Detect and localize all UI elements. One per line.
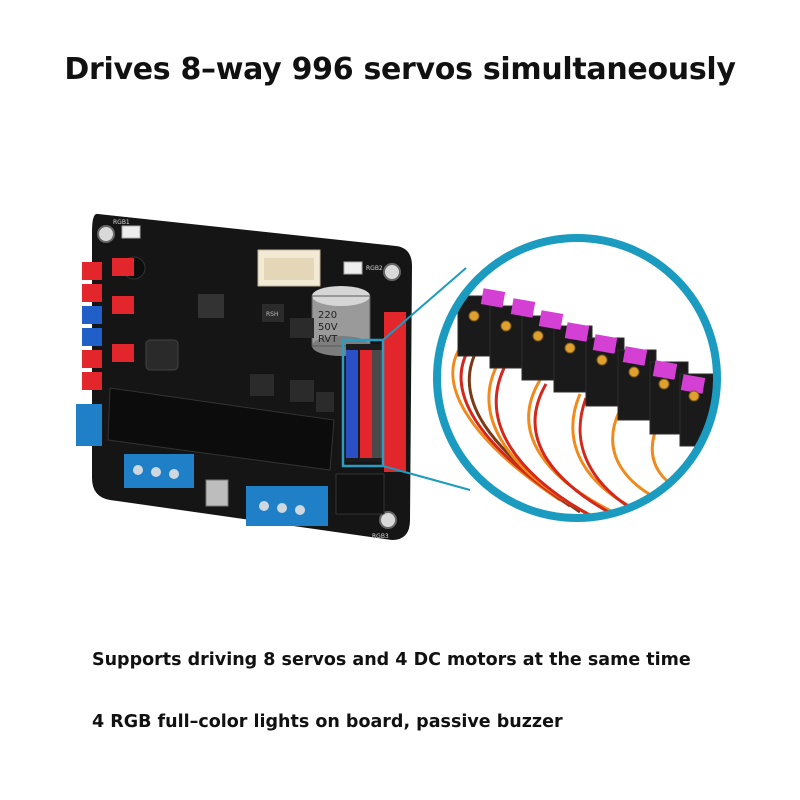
inductor bbox=[145, 339, 179, 371]
rgb-label-3: RGB3 bbox=[372, 533, 389, 540]
servo-array bbox=[451, 288, 717, 518]
driver-board: RGB1 RGB2 RGB3 220 50V RVT RSH bbox=[76, 213, 412, 540]
headline: Drives 8–way 996 servos simultaneously bbox=[64, 52, 736, 87]
capacitor-label-1: 220 bbox=[318, 310, 337, 321]
screw-terminals bbox=[76, 404, 328, 526]
capacitor-label-3: RVT bbox=[318, 334, 338, 345]
edge-connector-slot bbox=[107, 387, 335, 471]
capacitor-label-2: 50V bbox=[318, 322, 338, 333]
servo-pin-header bbox=[346, 312, 406, 472]
callout-line-bottom bbox=[382, 465, 471, 491]
servo-header-highlight bbox=[341, 338, 385, 468]
ic-chips bbox=[198, 294, 334, 412]
rgb-label-1: RGB1 bbox=[113, 219, 130, 226]
rgb-label-2: RGB2 bbox=[366, 265, 383, 272]
jst-connector bbox=[257, 249, 321, 287]
zoom-circle-border bbox=[433, 234, 721, 522]
left-pin-headers bbox=[82, 258, 134, 390]
dc-jack bbox=[335, 473, 385, 515]
feature-servos-motors: Supports driving 8 servos and 4 DC motor… bbox=[92, 650, 691, 670]
callout-line-top bbox=[382, 267, 467, 341]
chip-label: RSH bbox=[266, 311, 279, 318]
power-switch bbox=[205, 479, 229, 507]
feature-rgb-buzzer: 4 RGB full–color lights on board, passiv… bbox=[92, 712, 563, 732]
